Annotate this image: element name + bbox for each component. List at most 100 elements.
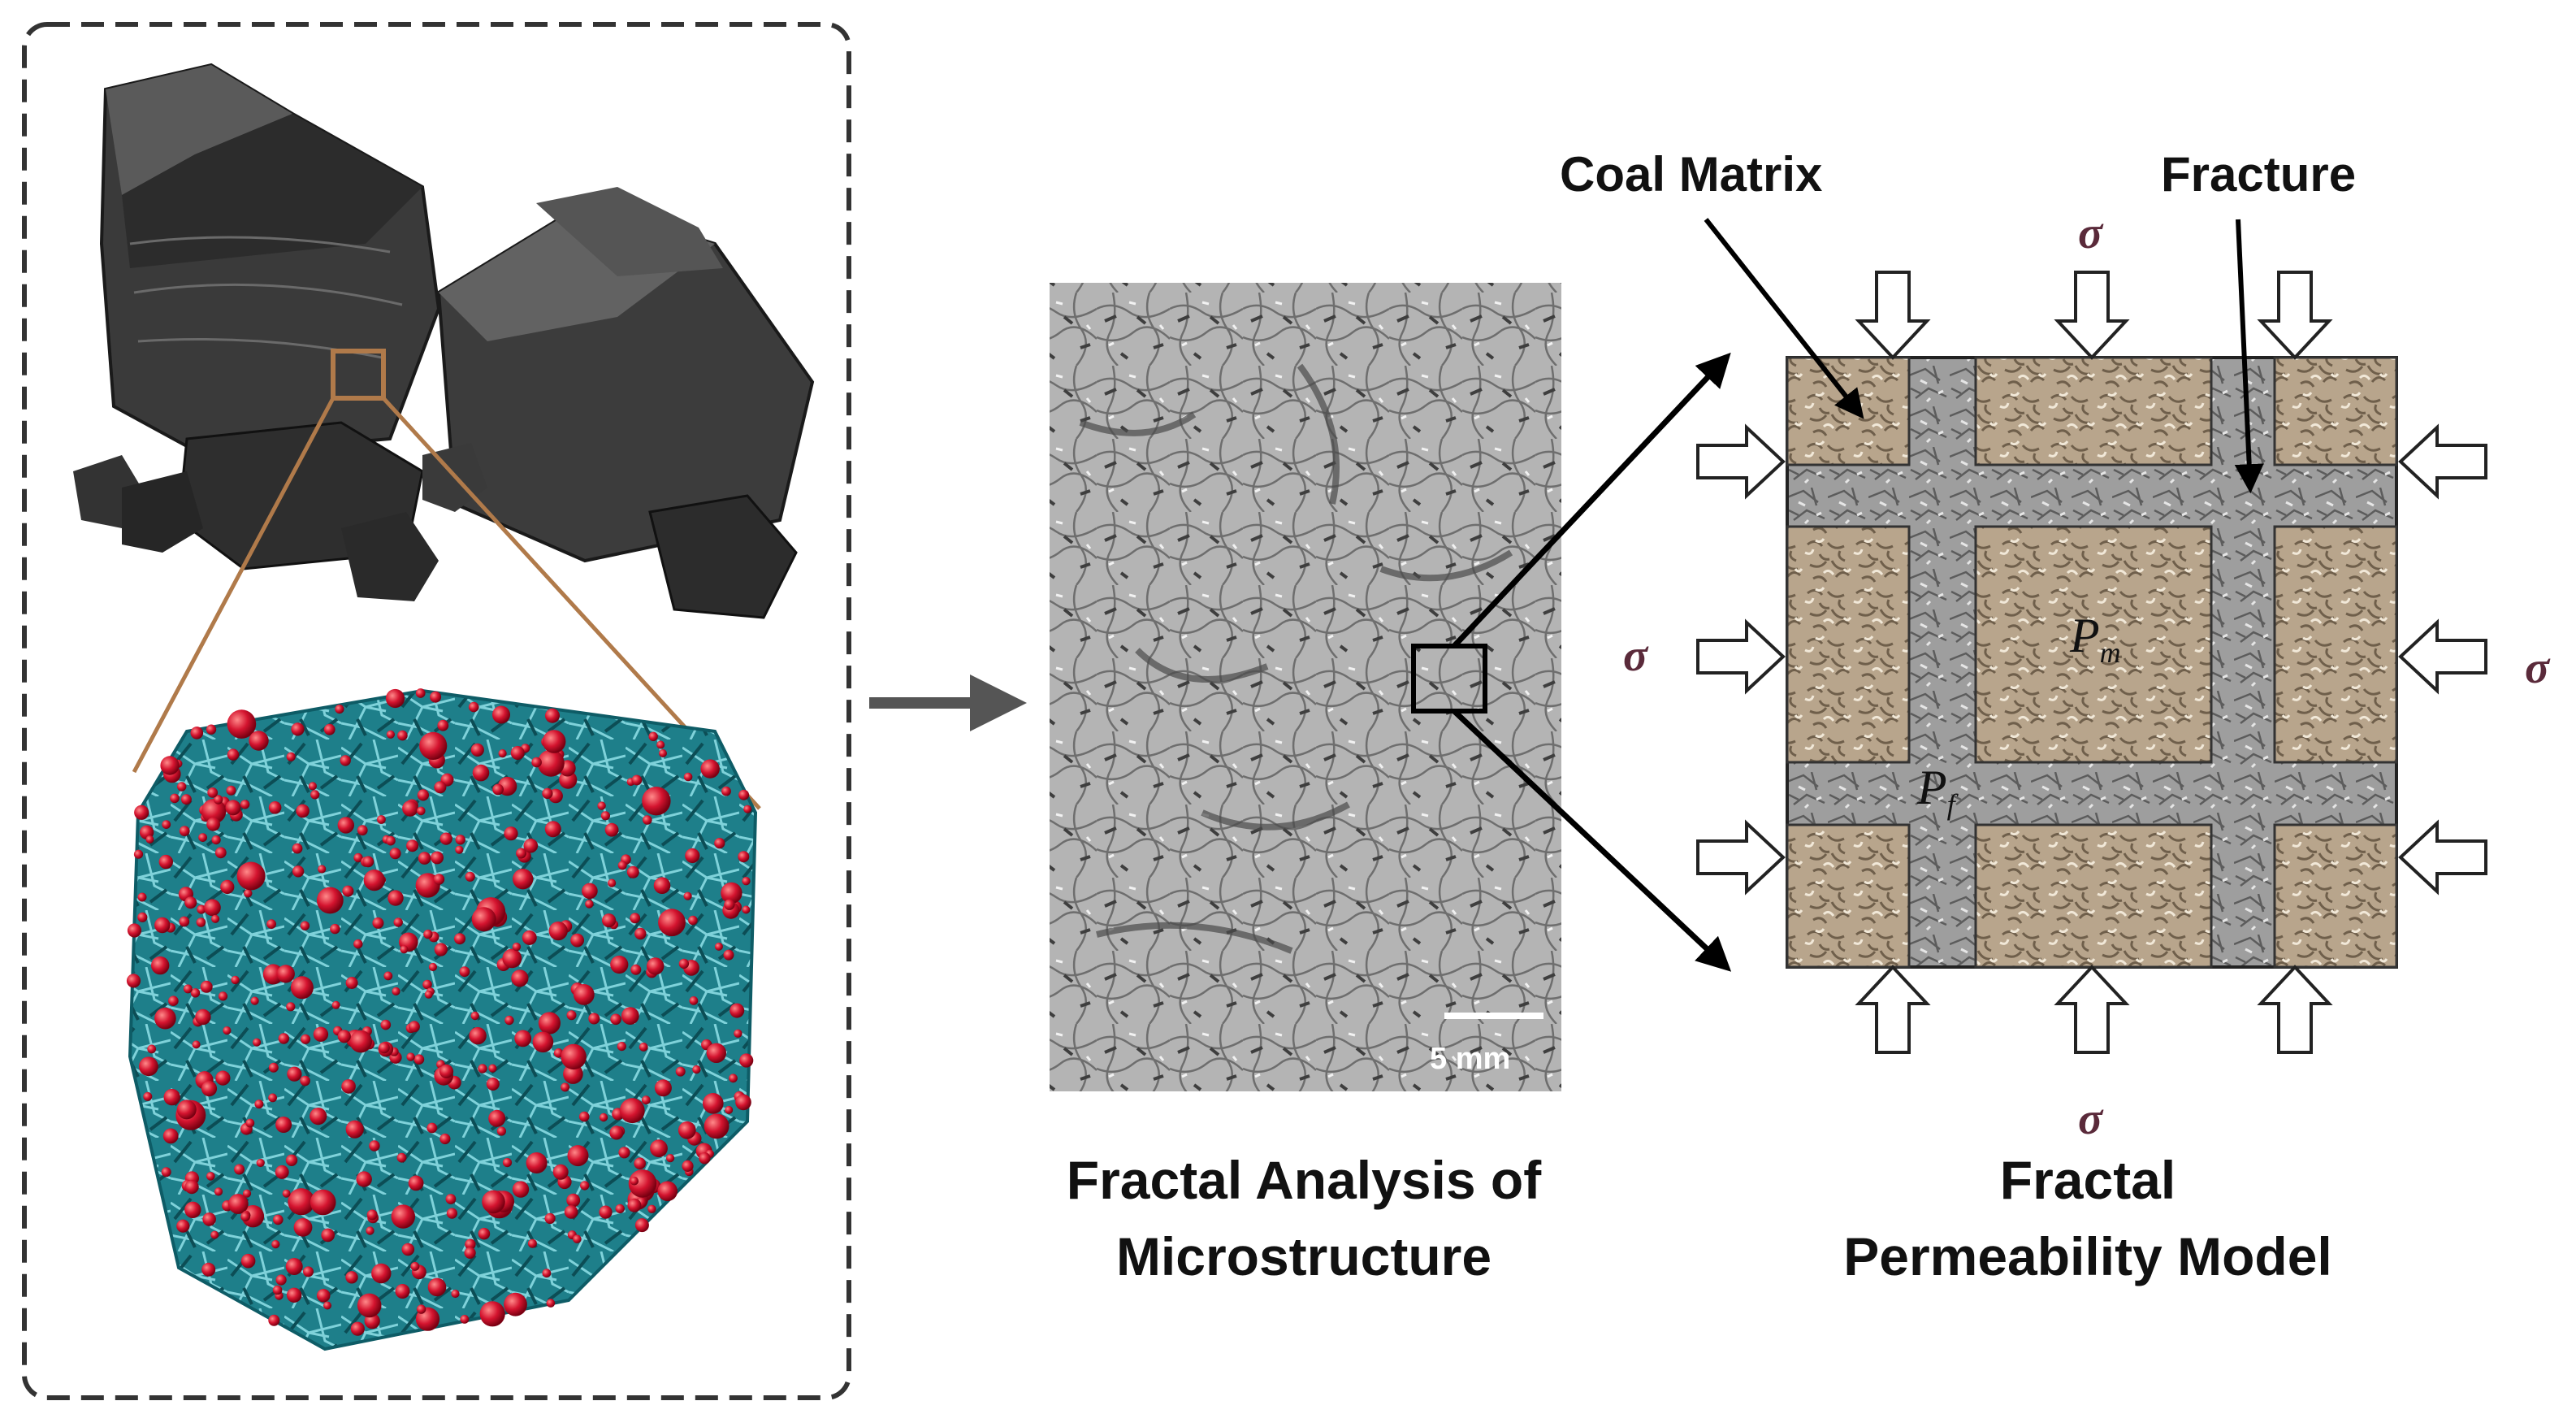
pore-atom bbox=[537, 749, 565, 777]
pore-atom bbox=[158, 854, 173, 870]
pore-atom bbox=[678, 958, 690, 969]
pore-atom bbox=[643, 815, 652, 825]
pore-atom bbox=[542, 730, 566, 753]
pore-atom bbox=[619, 1098, 645, 1124]
pore-atom bbox=[293, 1218, 313, 1237]
caption-model: Fractal Permeability Model bbox=[1771, 1142, 2405, 1295]
pore-atom bbox=[621, 1007, 639, 1025]
pore-atom bbox=[206, 817, 220, 831]
pore-atom bbox=[422, 979, 432, 990]
pore-atom bbox=[723, 949, 734, 961]
pore-atom bbox=[198, 833, 208, 842]
pore-atom bbox=[184, 1201, 201, 1219]
pore-atom bbox=[206, 1172, 215, 1181]
pore-atom bbox=[478, 1227, 491, 1240]
pore-atom bbox=[511, 969, 529, 987]
pore-atom bbox=[721, 786, 731, 796]
pore-atom bbox=[285, 1258, 303, 1275]
sigma-top: σ bbox=[2078, 208, 2103, 258]
pore-atom bbox=[275, 1274, 287, 1286]
pore-atom bbox=[445, 1194, 457, 1204]
pore-atom bbox=[465, 871, 475, 882]
pore-atom bbox=[634, 1218, 649, 1233]
pore-atom bbox=[337, 817, 354, 834]
pore-atom bbox=[256, 1158, 265, 1168]
matrix-block-tl bbox=[1786, 356, 1911, 466]
pore-atom bbox=[383, 971, 393, 981]
pore-atom bbox=[291, 722, 305, 736]
pore-atom bbox=[410, 1261, 420, 1271]
stress-arrow-right-3 bbox=[2398, 819, 2487, 896]
selection-arrow-up bbox=[1452, 352, 1731, 648]
pore-atom bbox=[682, 1160, 694, 1172]
pore-atom bbox=[254, 1100, 264, 1109]
pore-atom bbox=[190, 727, 204, 740]
pore-atom bbox=[366, 1226, 374, 1235]
pore-atom bbox=[431, 851, 444, 865]
pore-atom bbox=[626, 865, 639, 878]
pore-atom bbox=[504, 1292, 527, 1316]
stress-arrow-left-1 bbox=[1696, 423, 1786, 500]
pore-atom bbox=[546, 1299, 556, 1308]
pore-atom bbox=[417, 806, 426, 816]
pore-atom bbox=[465, 1238, 476, 1250]
matrix-block-bl bbox=[1786, 823, 1911, 969]
pore-atom bbox=[647, 1204, 656, 1214]
pore-atom bbox=[245, 1118, 255, 1128]
caption-microstructure-line-2: Microstructure bbox=[1115, 1226, 1492, 1286]
pore-atom bbox=[143, 1091, 153, 1101]
pore-atom bbox=[417, 789, 430, 801]
pore-atom bbox=[548, 922, 568, 941]
pore-atom bbox=[184, 1180, 199, 1195]
matrix-block-ml bbox=[1786, 525, 1911, 764]
pore-atom bbox=[739, 1053, 754, 1068]
pore-atom bbox=[266, 919, 276, 929]
pore-atom bbox=[699, 1152, 711, 1165]
pore-atom bbox=[151, 956, 170, 975]
pore-atom bbox=[310, 1108, 327, 1126]
pore-atom bbox=[200, 980, 213, 993]
pore-atom bbox=[439, 832, 452, 845]
fracture-label: Fracture bbox=[2161, 147, 2357, 202]
pore-atom bbox=[496, 1126, 507, 1136]
zoom-square bbox=[331, 349, 386, 401]
pore-atom bbox=[218, 991, 228, 1001]
selection-square bbox=[1411, 644, 1487, 714]
pore-atom bbox=[402, 800, 418, 817]
pore-atom bbox=[396, 1152, 407, 1163]
pore-atom bbox=[602, 913, 617, 928]
pore-atom bbox=[220, 879, 235, 894]
matrix-block-tc bbox=[1974, 356, 2213, 466]
pore-atom bbox=[631, 774, 643, 786]
pore-atom bbox=[286, 1002, 296, 1012]
pore-atom bbox=[434, 781, 447, 794]
pore-atom bbox=[379, 1042, 390, 1054]
pore-atom bbox=[627, 1198, 642, 1212]
pore-atom bbox=[196, 917, 206, 927]
pore-atom bbox=[335, 705, 344, 714]
pore-atom bbox=[523, 838, 539, 853]
pore-atom bbox=[321, 1228, 336, 1243]
pore-atom bbox=[700, 759, 720, 779]
caption-microstructure-line-1: Fractal Analysis of bbox=[1066, 1150, 1542, 1210]
pore-atom bbox=[176, 1100, 197, 1120]
pore-atom bbox=[639, 1043, 648, 1052]
stress-arrow-right-1 bbox=[2398, 423, 2487, 500]
matrix-block-tr bbox=[2273, 356, 2398, 466]
pore-atom bbox=[454, 933, 465, 945]
pore-atom bbox=[133, 849, 144, 859]
pore-atom bbox=[734, 1029, 742, 1039]
pore-atom bbox=[386, 835, 396, 846]
pore-atom bbox=[362, 856, 374, 868]
pore-atom bbox=[192, 1040, 201, 1049]
pore-atom bbox=[446, 1208, 458, 1219]
pore-atom bbox=[617, 861, 627, 870]
pore-atom bbox=[395, 1284, 410, 1299]
pore-atom bbox=[240, 1253, 256, 1269]
pore-atom bbox=[300, 921, 310, 930]
pore-atom bbox=[563, 1064, 583, 1084]
pore-atom bbox=[455, 845, 464, 854]
pore-atom bbox=[439, 1064, 454, 1078]
sigma-left: σ bbox=[1623, 631, 1648, 681]
pore-atom bbox=[641, 1095, 651, 1105]
